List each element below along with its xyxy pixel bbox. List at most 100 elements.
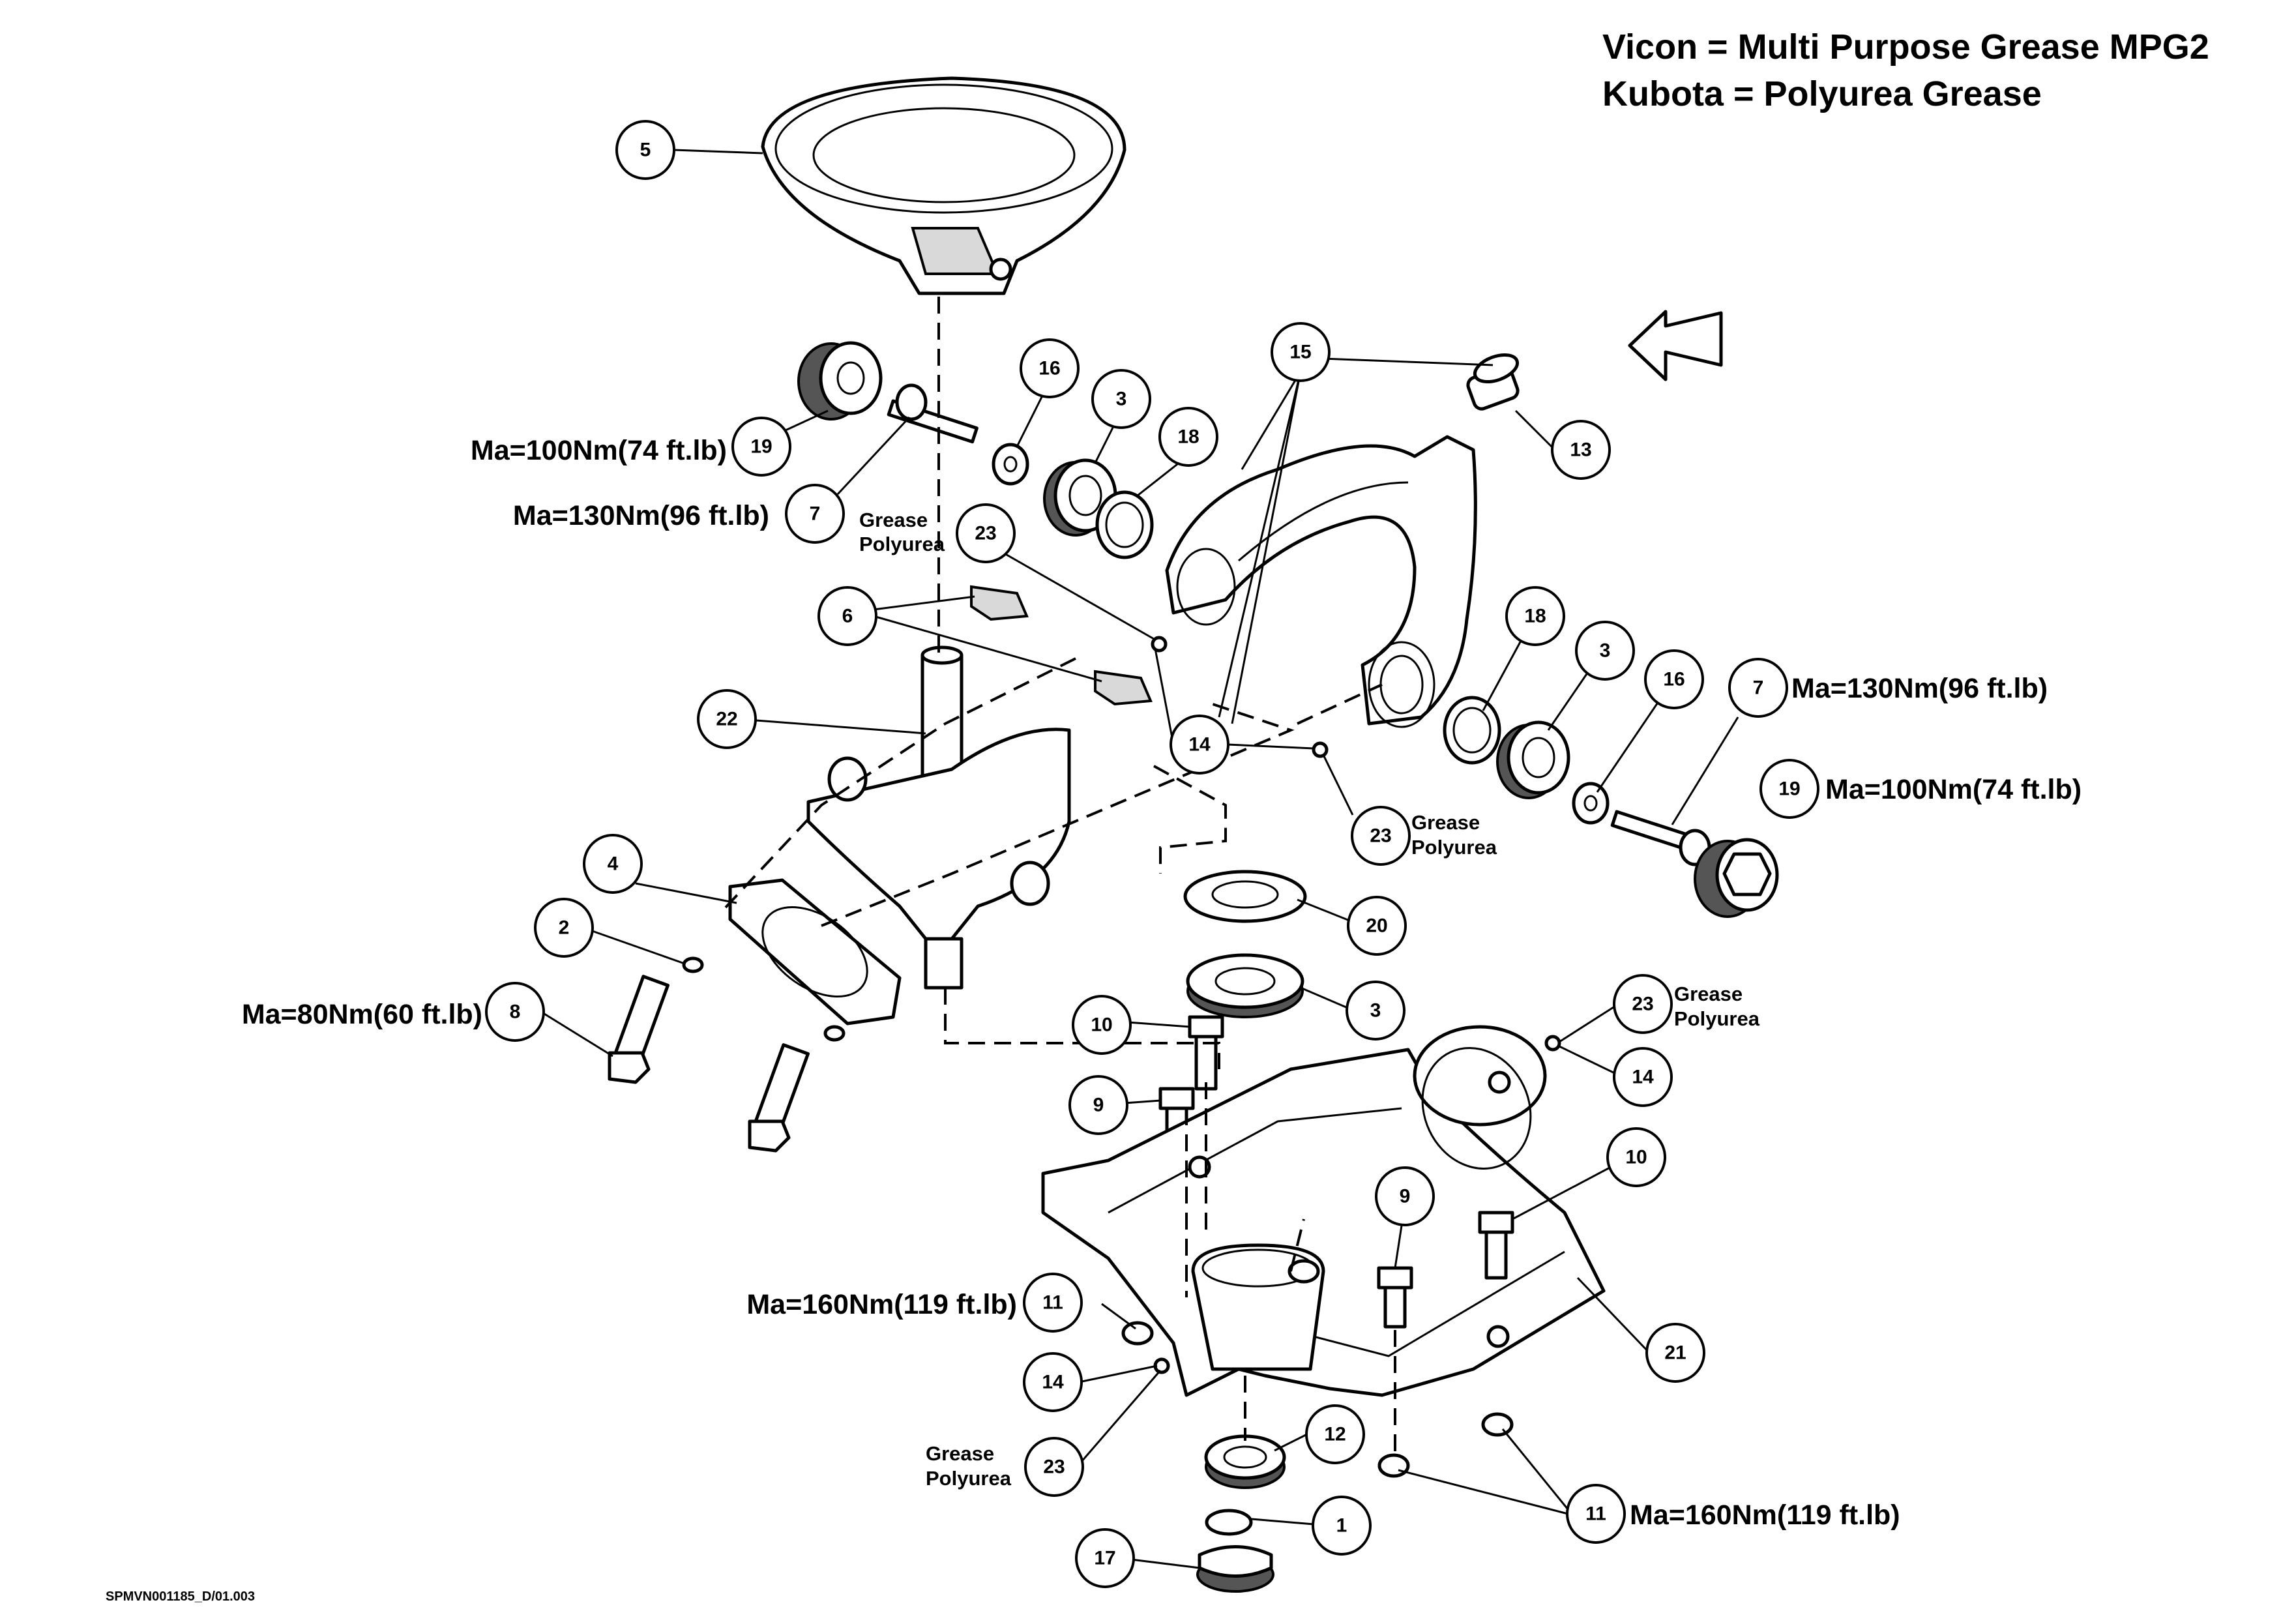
svg-text:12: 12: [1324, 1424, 1346, 1445]
washer-2-part: [682, 956, 704, 973]
balloon: 4: [583, 834, 643, 894]
grease-note-line1: Grease: [1411, 811, 1480, 834]
svg-text:23: 23: [1632, 994, 1653, 1015]
grease-nipple-top-part: [1151, 636, 1168, 653]
bearing-center-part: [1186, 953, 1304, 1018]
svg-text:23: 23: [1370, 825, 1391, 847]
torque-label-19-right: Ma=100Nm(74 ft.lb): [1825, 774, 2082, 805]
header-line-1: Vicon = Multi Purpose Grease MPG2: [1602, 27, 2209, 66]
nut-11-b-part: [1288, 1259, 1320, 1284]
balloon: 22: [697, 689, 757, 749]
drawing-code: SPMVN001185_D/01.003: [106, 1589, 255, 1604]
svg-text:9: 9: [1093, 1095, 1104, 1116]
castle-nut-right-part: [1694, 838, 1779, 918]
svg-text:21: 21: [1664, 1342, 1686, 1364]
seal-right-part: [1443, 696, 1501, 765]
leader-lines: [540, 149, 1739, 1569]
grease-note-line2: Polyurea: [1674, 1007, 1760, 1030]
balloon: 14: [1170, 715, 1229, 775]
svg-text:4: 4: [608, 853, 619, 875]
svg-text:18: 18: [1524, 606, 1546, 627]
balloon: 7: [785, 484, 845, 544]
seal-20-part: [1183, 870, 1307, 923]
balloon: 11: [1023, 1273, 1083, 1333]
nut-11-c-part: [1377, 1453, 1410, 1478]
frame-part: [1041, 1025, 1606, 1397]
balloon: 8: [485, 982, 545, 1042]
torque-label-19-left: Ma=100Nm(74 ft.lb): [471, 435, 727, 466]
balloon: 3: [1346, 981, 1406, 1041]
svg-text:6: 6: [842, 606, 853, 627]
svg-text:18: 18: [1177, 426, 1199, 448]
torque-label-11-left: Ma=160Nm(119 ft.lb): [746, 1289, 1017, 1320]
balloon: 9: [1068, 1075, 1128, 1135]
castle-nut-left-part: [797, 341, 883, 421]
bolt-9-right-part: [1377, 1266, 1413, 1329]
flange-part: [728, 878, 902, 1026]
balloon: 19: [731, 417, 791, 477]
svg-text:14: 14: [1042, 1372, 1064, 1393]
yoke-part: [1165, 435, 1477, 728]
grease-note-line2: Polyurea: [1411, 836, 1497, 859]
svg-text:17: 17: [1094, 1548, 1115, 1569]
nut-11-d-part: [1481, 1412, 1514, 1437]
svg-text:3: 3: [1116, 389, 1127, 410]
balloon: 11: [1566, 1484, 1626, 1544]
grease-note-line1: Grease: [859, 509, 928, 531]
svg-text:11: 11: [1585, 1503, 1606, 1525]
bowl-part: [761, 76, 1126, 295]
svg-text:8: 8: [510, 1001, 521, 1023]
balloon: 3: [1091, 369, 1151, 429]
svg-text:13: 13: [1570, 439, 1591, 461]
svg-text:7: 7: [810, 503, 821, 525]
balloon: 1: [1312, 1496, 1372, 1556]
cap-part: [1196, 1545, 1274, 1593]
balloon: 23: [1351, 806, 1411, 866]
balloon: 3: [1575, 621, 1635, 681]
balloon: 23: [1024, 1437, 1084, 1497]
balloon: 14: [1023, 1352, 1083, 1412]
balloon: 12: [1305, 1404, 1365, 1464]
torque-label-7-right: Ma=130Nm(96 ft.lb): [1791, 673, 2048, 704]
circlip-part: [1205, 1509, 1253, 1536]
svg-text:19: 19: [1778, 778, 1800, 800]
balloon: 18: [1505, 586, 1565, 646]
grease-nipple-right-part: [1312, 741, 1329, 758]
seal-left-part: [1095, 490, 1154, 559]
balloon: 14: [1613, 1047, 1673, 1107]
torque-label-7-left: Ma=130Nm(96 ft.lb): [513, 500, 769, 531]
bolt-left-part: [887, 383, 979, 444]
balloon: 7: [1728, 658, 1788, 718]
balloon: 18: [1158, 407, 1218, 467]
svg-text:9: 9: [1400, 1186, 1411, 1207]
svg-text:19: 19: [750, 436, 772, 458]
pad-upper-part: [970, 585, 1029, 621]
balloon: 10: [1072, 995, 1132, 1055]
balloon: 23: [1613, 974, 1673, 1034]
balloon: 10: [1606, 1127, 1666, 1187]
washer-right-part: [1572, 782, 1610, 825]
grease-note-line2: Polyurea: [859, 533, 945, 555]
svg-text:3: 3: [1370, 1000, 1381, 1022]
svg-text:23: 23: [975, 523, 996, 544]
svg-text:16: 16: [1663, 669, 1685, 690]
spindle-housing-part: [806, 645, 1071, 990]
bolt-10-right-part: [1478, 1211, 1514, 1280]
bolt-8-lower-part: [748, 1043, 810, 1153]
balloon: 19: [1759, 759, 1819, 819]
direction-arrow-icon: [1628, 310, 1723, 381]
balloon: 15: [1271, 322, 1331, 382]
bolt-right-part: [1610, 810, 1711, 866]
grease-note-line1: Grease: [926, 1442, 994, 1465]
grease-note-line1: Grease: [1674, 982, 1743, 1005]
balloon: 6: [817, 586, 877, 646]
balloon: 16: [1020, 338, 1080, 398]
balloon: 2: [534, 898, 594, 958]
grease-note-line2: Polyurea: [926, 1467, 1012, 1490]
svg-text:14: 14: [1188, 734, 1211, 756]
bolt-8-upper-part: [608, 975, 670, 1084]
sleeve-part: [1466, 353, 1520, 411]
svg-text:3: 3: [1600, 640, 1611, 662]
header-line-2: Kubota = Polyurea Grease: [1602, 74, 2042, 113]
svg-text:14: 14: [1632, 1067, 1654, 1088]
